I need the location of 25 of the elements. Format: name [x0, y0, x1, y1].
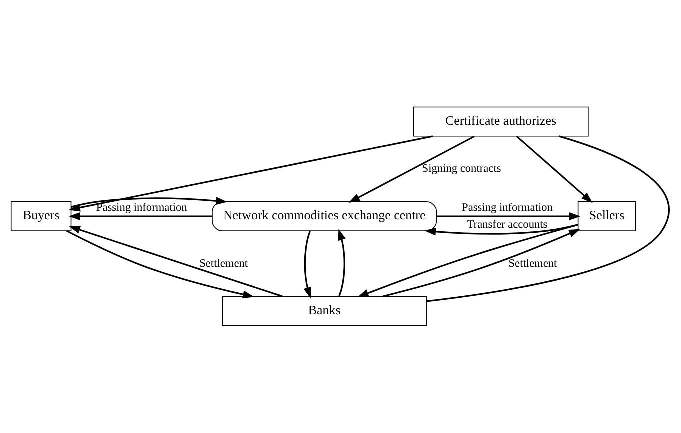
- node-box: Sellers: [578, 202, 636, 232]
- edge-label: Signing contracts: [422, 163, 502, 176]
- arrow: [304, 231, 312, 299]
- arrow: [69, 136, 434, 212]
- arrow: [348, 136, 475, 203]
- arrow: [338, 229, 346, 297]
- arrow: [71, 197, 228, 208]
- edge-label: Passing information: [462, 202, 553, 214]
- node-box: Buyers: [10, 202, 72, 232]
- arrow: [357, 224, 578, 298]
- edge-label: Settlement: [508, 258, 558, 270]
- node-box: Network commodities exchange centre: [212, 202, 438, 232]
- arrow: [383, 229, 580, 298]
- arrow: [424, 224, 578, 236]
- arrow: [69, 226, 283, 298]
- edge-label: Passing information: [96, 202, 188, 214]
- edge-label: Settlement: [200, 258, 248, 270]
- node-box: Certificate authorizes: [413, 106, 589, 137]
- arrow: [68, 212, 212, 220]
- edge-label: Transfer accounts: [467, 218, 548, 231]
- arrow: [66, 230, 254, 299]
- node-box: Banks: [222, 296, 427, 326]
- arrow: [436, 212, 581, 220]
- arrow: [516, 136, 593, 204]
- connector: [426, 136, 670, 302]
